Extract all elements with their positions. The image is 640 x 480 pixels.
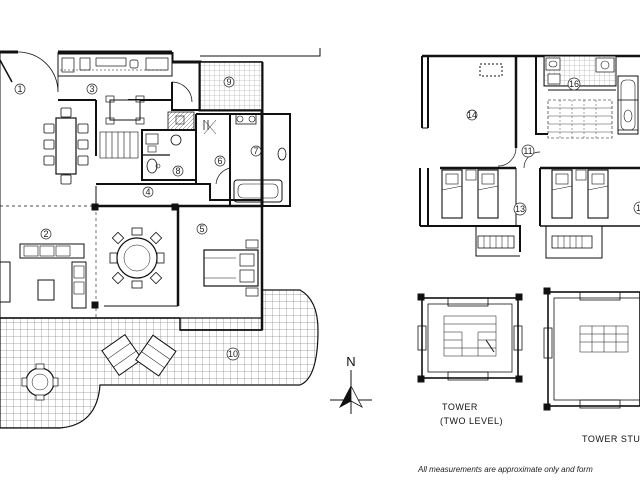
room-label-3: 3 [89,84,94,94]
room-label-15: 15 [636,203,640,213]
room-labels-first: 14 11 13 16 15 [466,77,640,216]
north-label: N [346,354,355,369]
room-label-1: 1 [17,84,22,94]
room-label-11: 11 [523,146,532,156]
room-label-14: 14 [467,110,477,120]
north-arrow: N [330,354,372,414]
room-label-16: 16 [569,79,579,89]
room-label-8: 8 [175,166,180,176]
room-label-7: 7 [253,146,258,156]
room-label-10: 10 [228,349,238,359]
room-label-2: 2 [43,229,48,239]
room-label-9: 9 [226,77,231,87]
ground-floor-plan [0,48,321,429]
first-floor-plan [417,54,640,411]
room-label-5: 5 [199,224,204,234]
tower-title: TOWER [442,402,478,412]
measurements-note: All measurements are approximate only an… [417,465,593,474]
room-labels-ground: 1 2 3 4 5 6 7 8 9 10 [14,76,262,361]
room-label-6: 6 [217,156,222,166]
room-label-4: 4 [145,187,150,197]
tower-subtitle: (TWO LEVEL) [440,416,503,426]
tower-studio-title: TOWER STUI [582,434,640,444]
room-label-13: 13 [515,204,525,214]
